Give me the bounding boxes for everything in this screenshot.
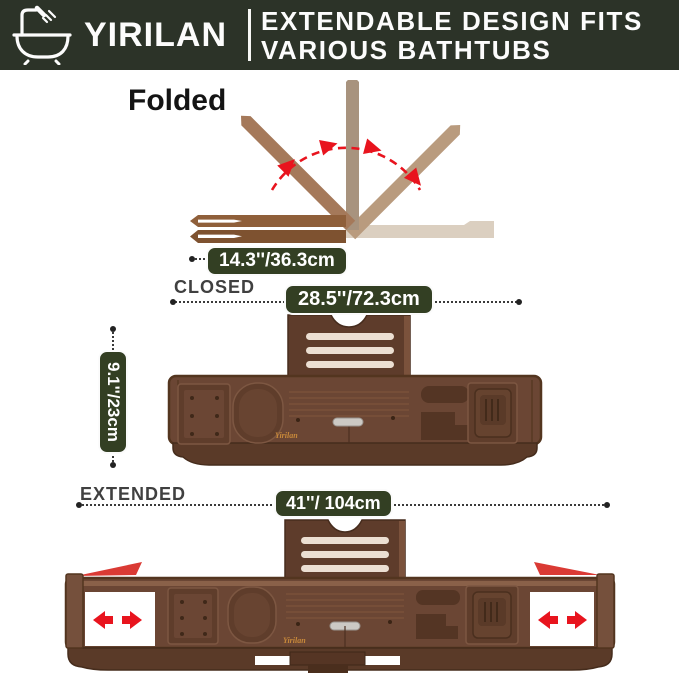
latch xyxy=(332,417,364,427)
rotation-arrowhead xyxy=(319,140,338,156)
extension-window-right xyxy=(530,592,594,646)
header-title: EXTENDABLE DESIGN FITS VARIOUS BATHTUBS xyxy=(261,7,643,65)
tray-logo-text: Yirilan xyxy=(275,431,298,440)
left-drain-tray xyxy=(167,587,219,645)
stand-slot xyxy=(306,347,394,354)
extended-width-badge: 41''/ 104cm xyxy=(274,489,393,518)
screw xyxy=(391,416,395,420)
book-stand xyxy=(287,314,411,387)
right-end-cap xyxy=(596,573,615,649)
slide-left-arrow-icon xyxy=(538,611,558,629)
extend-left-arrow-icon xyxy=(76,562,142,576)
slide-right-arrow-icon xyxy=(122,611,142,629)
screw xyxy=(296,418,300,422)
phone-slot xyxy=(421,386,469,440)
stand-hinge-slats xyxy=(286,593,404,619)
folded-label: Folded xyxy=(128,84,227,117)
closed-caddy-image: Yirilan xyxy=(167,314,543,466)
left-end-cap xyxy=(65,573,84,649)
stand-hinge-slats xyxy=(289,391,409,417)
slide-left-arrow-icon xyxy=(93,611,113,629)
phone-slot xyxy=(416,590,460,639)
screw xyxy=(388,620,392,624)
extended-caddy-image: Yirilan xyxy=(64,519,616,673)
stand-slot xyxy=(306,333,394,340)
arm-vertical xyxy=(346,80,359,230)
tray-front-face xyxy=(172,442,538,466)
book-stand xyxy=(284,519,406,587)
rotation-arrowhead xyxy=(363,138,382,154)
extend-right-arrow-icon xyxy=(534,562,600,575)
rotation-arrowhead xyxy=(403,167,421,186)
brand-logo: YIRILAN xyxy=(84,16,227,54)
folded-width-badge: 14.3''/36.3cm xyxy=(206,246,348,276)
rotation-arc xyxy=(270,138,422,191)
left-drain-tray xyxy=(177,383,231,445)
extended-label: EXTENDED xyxy=(80,484,187,504)
stand-slot xyxy=(301,565,389,572)
bathtub-icon xyxy=(12,5,72,65)
stand-slot xyxy=(301,537,389,544)
soap-dish xyxy=(465,585,519,645)
arm-raised-right xyxy=(346,124,461,240)
arm-raised-left xyxy=(240,115,356,230)
arm-flat-right xyxy=(346,221,494,238)
stand-slot xyxy=(301,551,389,558)
closed-label: CLOSED xyxy=(174,277,256,297)
stand-slot xyxy=(306,361,394,368)
folding-arms-diagram xyxy=(190,80,494,243)
header-divider xyxy=(248,9,251,61)
extension-window-left xyxy=(85,592,155,646)
slide-right-arrow-icon xyxy=(567,611,587,629)
soap-dish xyxy=(467,382,518,444)
top-rail-highlight xyxy=(70,581,610,586)
header-title-line1: EXTENDABLE DESIGN FITS xyxy=(261,6,643,36)
closed-height-badge: 9.1''/23cm xyxy=(98,350,128,454)
header-title-line2: VARIOUS BATHTUBS xyxy=(261,35,552,65)
closed-width-badge: 28.5''/72.3cm xyxy=(284,284,434,315)
cup-recess xyxy=(227,586,277,644)
arm-flat-left xyxy=(190,215,346,243)
rotation-arrowhead xyxy=(277,159,295,177)
header-banner: YIRILAN EXTENDABLE DESIGN FITS VARIOUS B… xyxy=(0,0,679,70)
tray-logo-text: Yirilan xyxy=(283,636,306,645)
screw xyxy=(296,622,300,626)
cup-recess xyxy=(232,382,284,444)
